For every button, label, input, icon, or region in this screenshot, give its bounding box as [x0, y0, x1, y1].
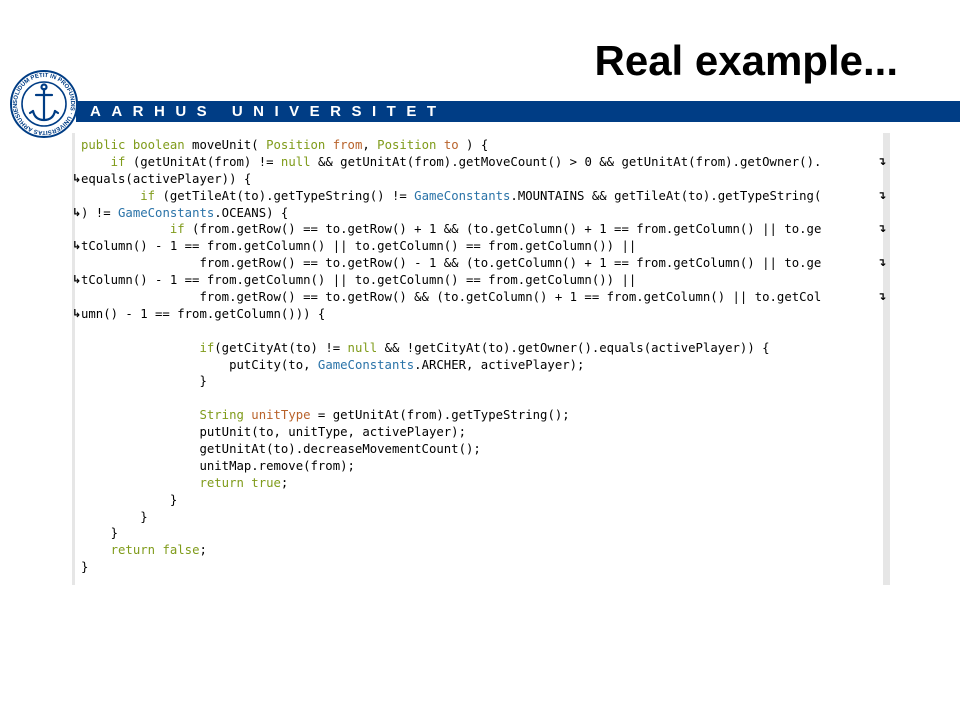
right-gutter	[883, 133, 890, 585]
university-banner	[76, 101, 960, 122]
code-line: equals(activePlayer)) {↳	[72, 171, 252, 186]
code-line: public boolean moveUnit( Position from, …	[81, 138, 489, 152]
line-wrap-in-icon: ↳	[72, 171, 82, 185]
code-line: from.getRow() == to.getRow() - 1 && (to.…	[81, 256, 887, 271]
code-line: }	[81, 492, 178, 507]
code-line: }	[81, 509, 148, 524]
code-line: if(getCityAt(to) != null && !getCityAt(t…	[199, 340, 770, 355]
slide-title: Real example...	[594, 37, 899, 84]
code-line: if (getTileAt(to).getTypeString() != Gam…	[140, 188, 887, 203]
code-line: }	[81, 526, 119, 541]
code-line: ) != GameConstants.OCEANS) {↳	[72, 205, 289, 220]
code-listing: public boolean moveUnit( Position from, …	[72, 137, 887, 576]
code-line	[81, 390, 821, 407]
code-line: tColumn() - 1 == from.getColumn() || to.…	[72, 273, 637, 288]
code-line: putCity(to, GameConstants.ARCHER, active…	[81, 357, 585, 372]
university-seal-logo: SOLIDUM PETIT IN PROFUNDIS · UNIVERSITAS…	[8, 68, 78, 138]
code-line: return false;	[110, 543, 207, 558]
code-listing-panel: public boolean moveUnit( Position from, …	[72, 133, 890, 585]
code-line: putUnit(to, unitType, activePlayer);	[81, 425, 466, 440]
code-line: }	[81, 560, 89, 575]
code-line: umn() - 1 == from.getColumn())) {↳	[72, 306, 326, 321]
code-line: return true;	[199, 475, 289, 490]
line-wrap-in-icon: ↳	[72, 306, 82, 320]
code-line: if (from.getRow() == to.getRow() + 1 && …	[169, 222, 887, 237]
line-wrap-in-icon: ↳	[72, 205, 82, 219]
code-line: from.getRow() == to.getRow() && (to.getC…	[81, 290, 887, 305]
university-name: AARHUS UNIVERSITET	[90, 103, 447, 120]
code-line: unitMap.remove(from);	[81, 458, 355, 473]
left-gutter	[72, 133, 75, 585]
line-wrap-in-icon: ↳	[72, 239, 82, 253]
code-line: String unitType = getUnitAt(from).getTyp…	[199, 408, 570, 423]
code-line: }	[81, 374, 207, 389]
code-line	[81, 323, 821, 340]
code-line: if (getUnitAt(from) != null && getUnitAt…	[110, 154, 887, 169]
anchor-icon	[28, 83, 60, 122]
code-line: getUnitAt(to).decreaseMovementCount();	[81, 442, 481, 457]
code-line: tColumn() - 1 == from.getColumn() || to.…	[72, 239, 637, 254]
line-wrap-in-icon: ↳	[72, 273, 82, 287]
